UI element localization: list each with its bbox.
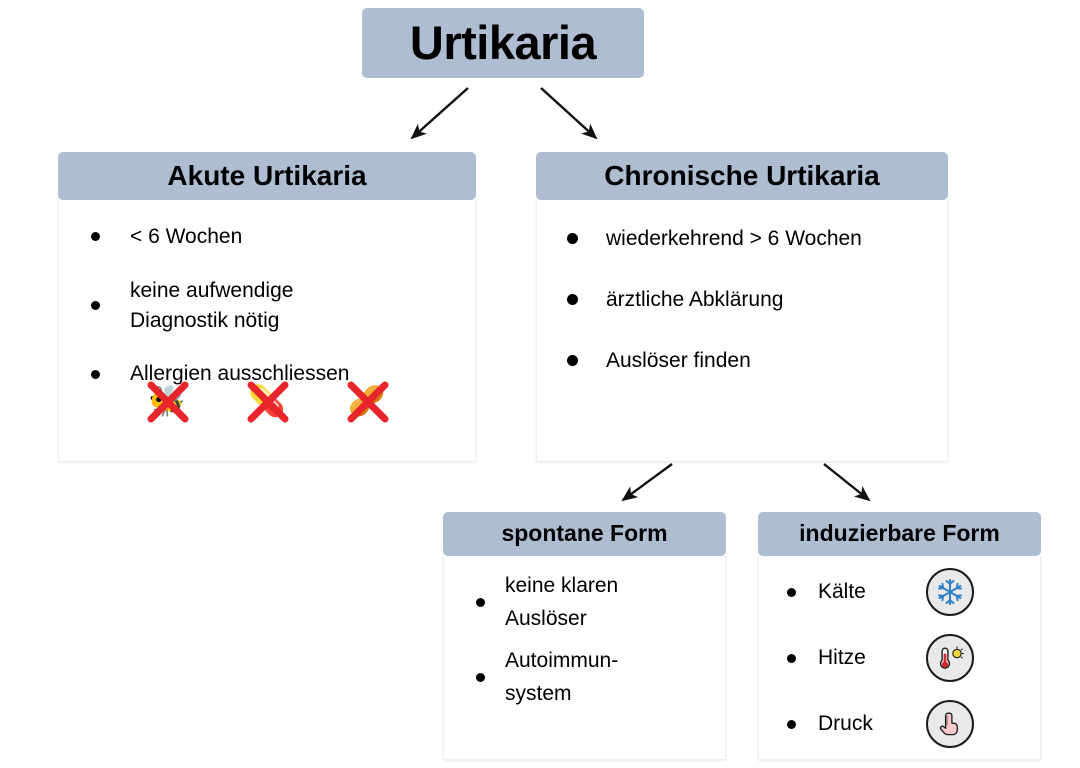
chronic-item-1: ärztliche Abklärung <box>606 287 784 311</box>
acute-item-0: < 6 Wochen <box>130 225 243 248</box>
arrow-title-to-acute <box>410 87 469 140</box>
induzier-item-0: Kälte <box>818 580 866 604</box>
acute-header-label: Akute Urtikaria <box>167 159 367 191</box>
bullet-icon <box>476 673 485 683</box>
bullet-icon <box>787 587 796 597</box>
list-item: wiederkehrend > 6 Wochen <box>551 224 933 254</box>
allergen-bee: 🐝 <box>141 379 193 425</box>
node-induzierbare-form: induzierbare Form Kälte <box>758 512 1041 760</box>
bullet-icon <box>567 233 578 245</box>
acute-item-1: keine aufwendige Diagnostik nötig <box>130 278 294 332</box>
chronic-header: Chronische Urtikaria <box>536 152 948 200</box>
list-item: Allergien ausschliessen <box>73 359 461 389</box>
spontan-header-label: spontane Form <box>501 520 668 547</box>
acute-item-2: Allergien ausschliessen <box>130 362 350 386</box>
node-spontane-form: spontane Form keine klaren Auslöser Auto… <box>443 512 726 760</box>
arrow-chronic-to-spontan <box>621 463 673 502</box>
page-title: Urtikaria <box>409 16 597 70</box>
bullet-icon <box>567 294 578 306</box>
node-chronische-urtikaria: Chronische Urtikaria wiederkehrend > 6 W… <box>536 152 948 462</box>
acute-bullet-list: < 6 Wochen keine aufwendige Diagnostik n… <box>73 222 461 389</box>
acute-header: Akute Urtikaria <box>58 152 476 200</box>
bullet-icon <box>91 369 100 379</box>
list-item: Autoimmun-system <box>456 645 713 710</box>
spontan-header: spontane Form <box>443 512 726 556</box>
bullet-icon <box>91 301 100 311</box>
chronic-item-0: wiederkehrend > 6 Wochen <box>606 227 862 250</box>
allergen-peanuts: 🥜 <box>341 379 393 425</box>
arrow-chronic-to-induzierbar <box>823 463 871 502</box>
chronic-body: wiederkehrend > 6 Wochen ärztliche Abklä… <box>536 200 948 462</box>
list-item: Kälte <box>769 568 1030 616</box>
snowflake-icon <box>926 568 974 616</box>
spontan-item-1: Autoimmun-system <box>505 649 619 705</box>
acute-body: < 6 Wochen keine aufwendige Diagnostik n… <box>58 200 476 462</box>
pressing-finger-icon <box>926 700 974 748</box>
list-item: Druck <box>769 700 1030 748</box>
list-item: Auslöser finden <box>551 346 933 376</box>
chronic-bullet-list: wiederkehrend > 6 Wochen ärztliche Abklä… <box>551 224 933 375</box>
spontan-bullet-list: keine klaren Auslöser Autoimmun-system <box>456 570 713 710</box>
peanut-icon: 🥜 <box>348 385 386 419</box>
node-urtikaria-title: Urtikaria <box>362 8 644 78</box>
induzier-body: Kälte <box>758 556 1041 760</box>
bullet-icon <box>567 355 578 367</box>
induzier-item-2: Druck <box>818 712 873 736</box>
bullet-icon <box>787 653 796 663</box>
pill-icon: 💊 <box>248 385 286 419</box>
bullet-icon <box>476 598 485 608</box>
induzier-header: induzierbare Form <box>758 512 1041 556</box>
induzier-item-1: Hitze <box>818 646 866 670</box>
chronic-item-2: Auslöser finden <box>606 348 751 372</box>
chronic-header-label: Chronische Urtikaria <box>604 159 880 191</box>
list-item: ärztliche Abklärung <box>551 285 933 315</box>
title-header: Urtikaria <box>362 8 644 78</box>
node-akute-urtikaria: Akute Urtikaria < 6 Wochen keine aufwend… <box>58 152 476 462</box>
bullet-icon <box>787 719 796 729</box>
allergen-medication: 💊 <box>241 379 293 425</box>
bullet-icon <box>91 232 100 242</box>
spontan-item-0: keine klaren Auslöser <box>505 574 619 630</box>
induzier-bullet-list: Kälte <box>769 568 1030 748</box>
list-item: < 6 Wochen <box>73 222 461 252</box>
induzier-header-label: induzierbare Form <box>799 520 1000 547</box>
bee-icon: 🐝 <box>148 385 186 419</box>
arrow-title-to-chronic <box>540 87 598 140</box>
list-item: keine aufwendige Diagnostik nötig <box>73 276 461 336</box>
list-item: Hitze <box>769 634 1030 682</box>
list-item: keine klaren Auslöser <box>456 570 713 635</box>
thermometer-sun-icon <box>926 634 974 682</box>
spontan-body: keine klaren Auslöser Autoimmun-system <box>443 556 726 760</box>
